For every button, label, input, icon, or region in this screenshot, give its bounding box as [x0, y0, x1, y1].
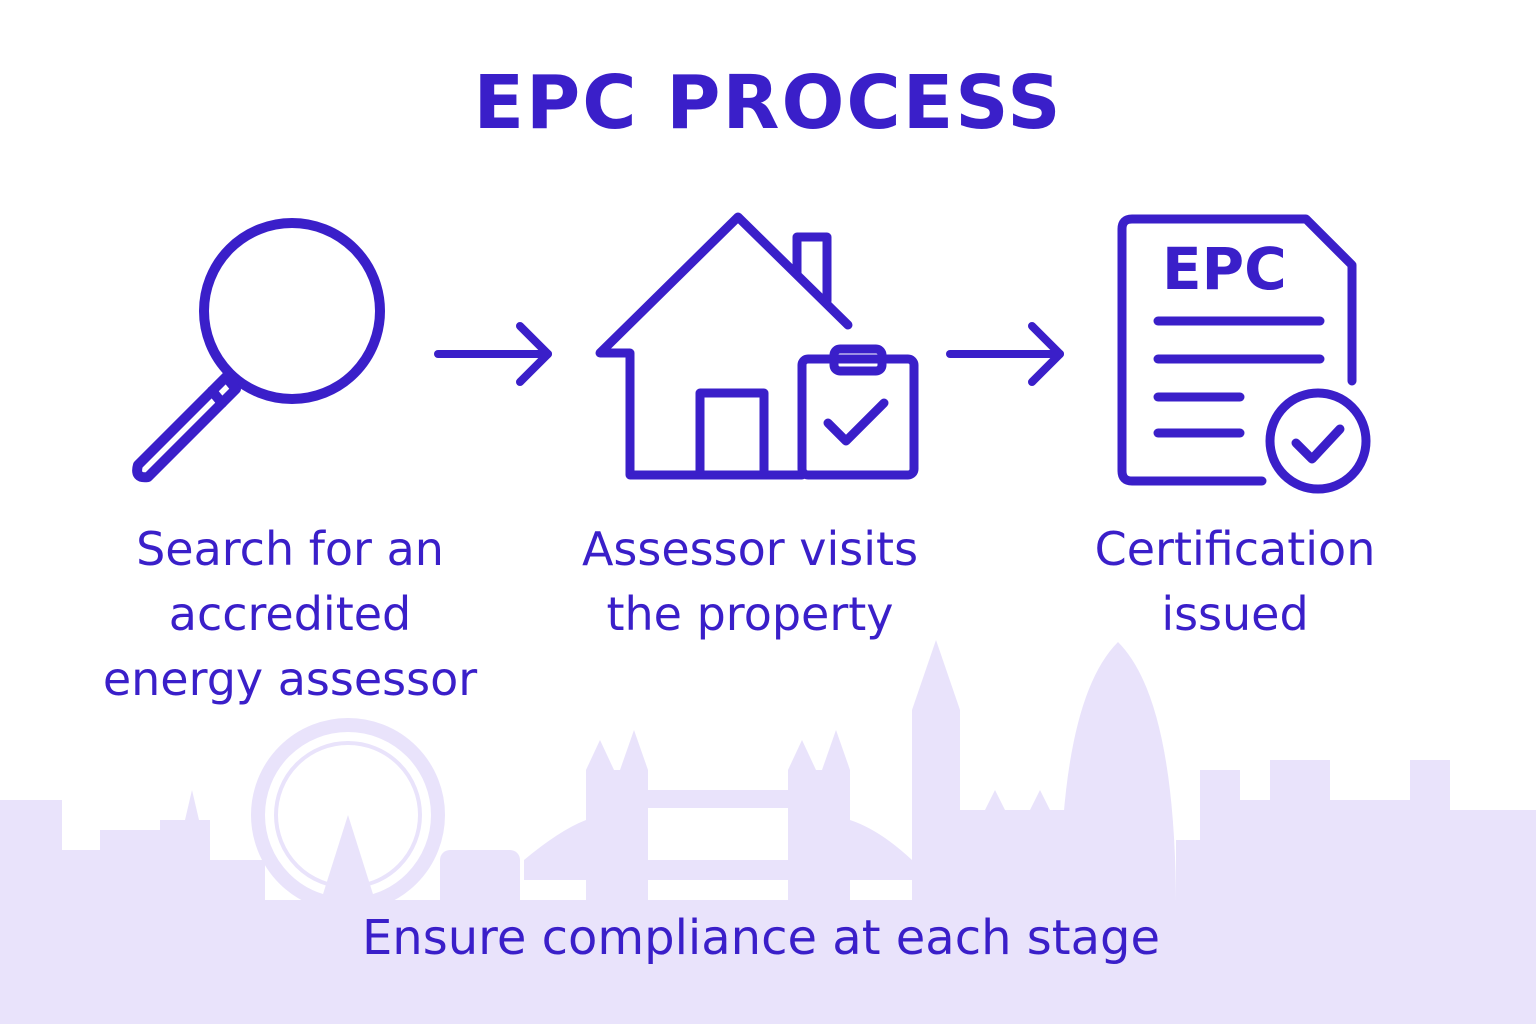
arrow-right-icon	[434, 322, 552, 386]
magnifying-glass-icon	[132, 218, 385, 483]
house-clipboard-icon	[595, 212, 919, 480]
step-3-label: Certification issued	[1094, 522, 1376, 641]
page-title: EPC PROCESS	[473, 60, 1063, 146]
epc-certificate-icon: EPC	[1117, 214, 1371, 494]
step-2-label: Assessor visits the property	[581, 522, 919, 641]
arrow-right-icon	[946, 322, 1064, 386]
skyline-shapes	[0, 640, 1536, 1024]
epc-badge-text: EPC	[1162, 235, 1287, 303]
step-1-label: Search for an accredited energy assessor	[102, 522, 478, 706]
footer-caption: Ensure compliance at each stage	[361, 910, 1161, 966]
